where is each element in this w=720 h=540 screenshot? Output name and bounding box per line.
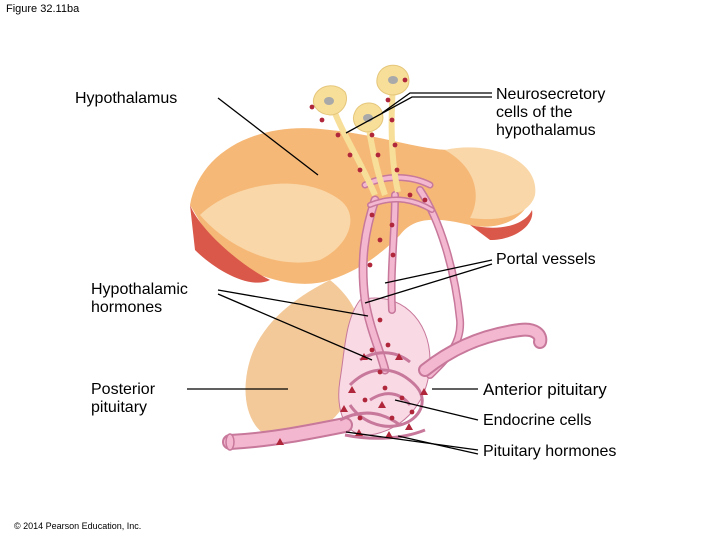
- figure-label: Figure 32.11ba: [6, 3, 80, 15]
- posterior-pituitary-lobe: [245, 280, 364, 440]
- label-hypothalamus: Hypothalamus: [75, 90, 178, 107]
- hypothalamic-hormone-dots: [309, 77, 428, 421]
- neurosecretory-cells: [313, 64, 410, 197]
- copyright-notice: © 2014 Pearson Education, Inc.: [14, 521, 142, 531]
- label-endocrine-cells: Endocrine cells: [483, 412, 592, 429]
- label-posterior-pituitary: Posterior pituitary: [91, 381, 156, 416]
- leader-lines: [187, 92, 493, 455]
- label-hypothalamic-hormones: Hypothalamic hormones: [91, 281, 188, 316]
- label-portal-vessels: Portal vessels: [496, 251, 596, 268]
- portal-vessels: [222, 174, 548, 451]
- hypothalamus-tissue: [190, 128, 536, 284]
- label-neurosecretory-cells: Neurosecretory cells of the hypothalamus: [496, 86, 606, 139]
- label-pituitary-hormones: Pituitary hormones: [483, 443, 617, 460]
- label-anterior-pituitary: Anterior pituitary: [483, 380, 607, 399]
